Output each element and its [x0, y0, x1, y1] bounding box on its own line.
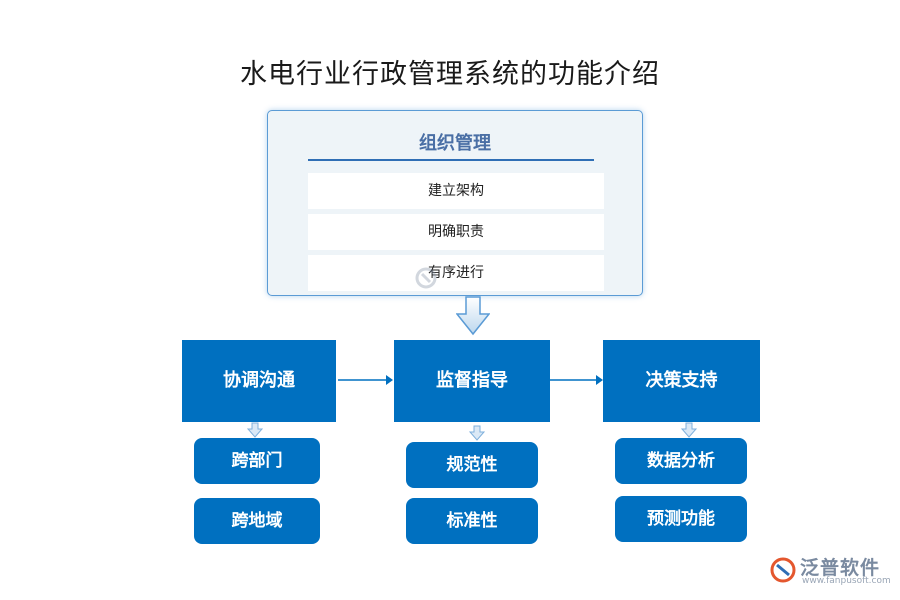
watermark-logo [415, 267, 437, 289]
org-management-panel: 组织管理 建立架构 明确职责 有序进行 [267, 110, 643, 296]
sub-item-normativity: 规范性 [406, 442, 538, 488]
panel-item-architecture: 建立架构 [308, 173, 604, 209]
brand-logo: 泛普软件 www.fanpusoft.com [768, 551, 894, 591]
sub-item-forecasting: 预测功能 [615, 496, 747, 542]
right-arrow-icon [338, 375, 393, 385]
panel-title: 组织管理 [419, 133, 491, 154]
sub-item-data-analysis: 数据分析 [615, 438, 747, 484]
panel-item-orderly: 有序进行 [308, 255, 604, 291]
main-box-coordination: 协调沟通 [182, 340, 336, 422]
panel-divider [308, 159, 594, 161]
sub-item-cross-region: 跨地域 [194, 498, 320, 544]
down-arrow-icon [469, 425, 485, 441]
brand-url: www.fanpusoft.com [802, 576, 891, 586]
down-arrow-icon [681, 422, 697, 438]
main-box-supervision: 监督指导 [394, 340, 550, 422]
down-arrow-icon [247, 422, 263, 438]
down-arrow-icon [456, 296, 490, 336]
panel-item-responsibility: 明确职责 [308, 214, 604, 250]
right-arrow-icon [550, 375, 603, 385]
sub-item-standardization: 标准性 [406, 498, 538, 544]
sub-item-cross-department: 跨部门 [194, 438, 320, 484]
main-box-decision: 决策支持 [603, 340, 760, 422]
brand-name: 泛普软件 [800, 557, 881, 579]
page-title: 水电行业行政管理系统的功能介绍 [240, 59, 660, 90]
brand-logo-icon [770, 557, 796, 583]
